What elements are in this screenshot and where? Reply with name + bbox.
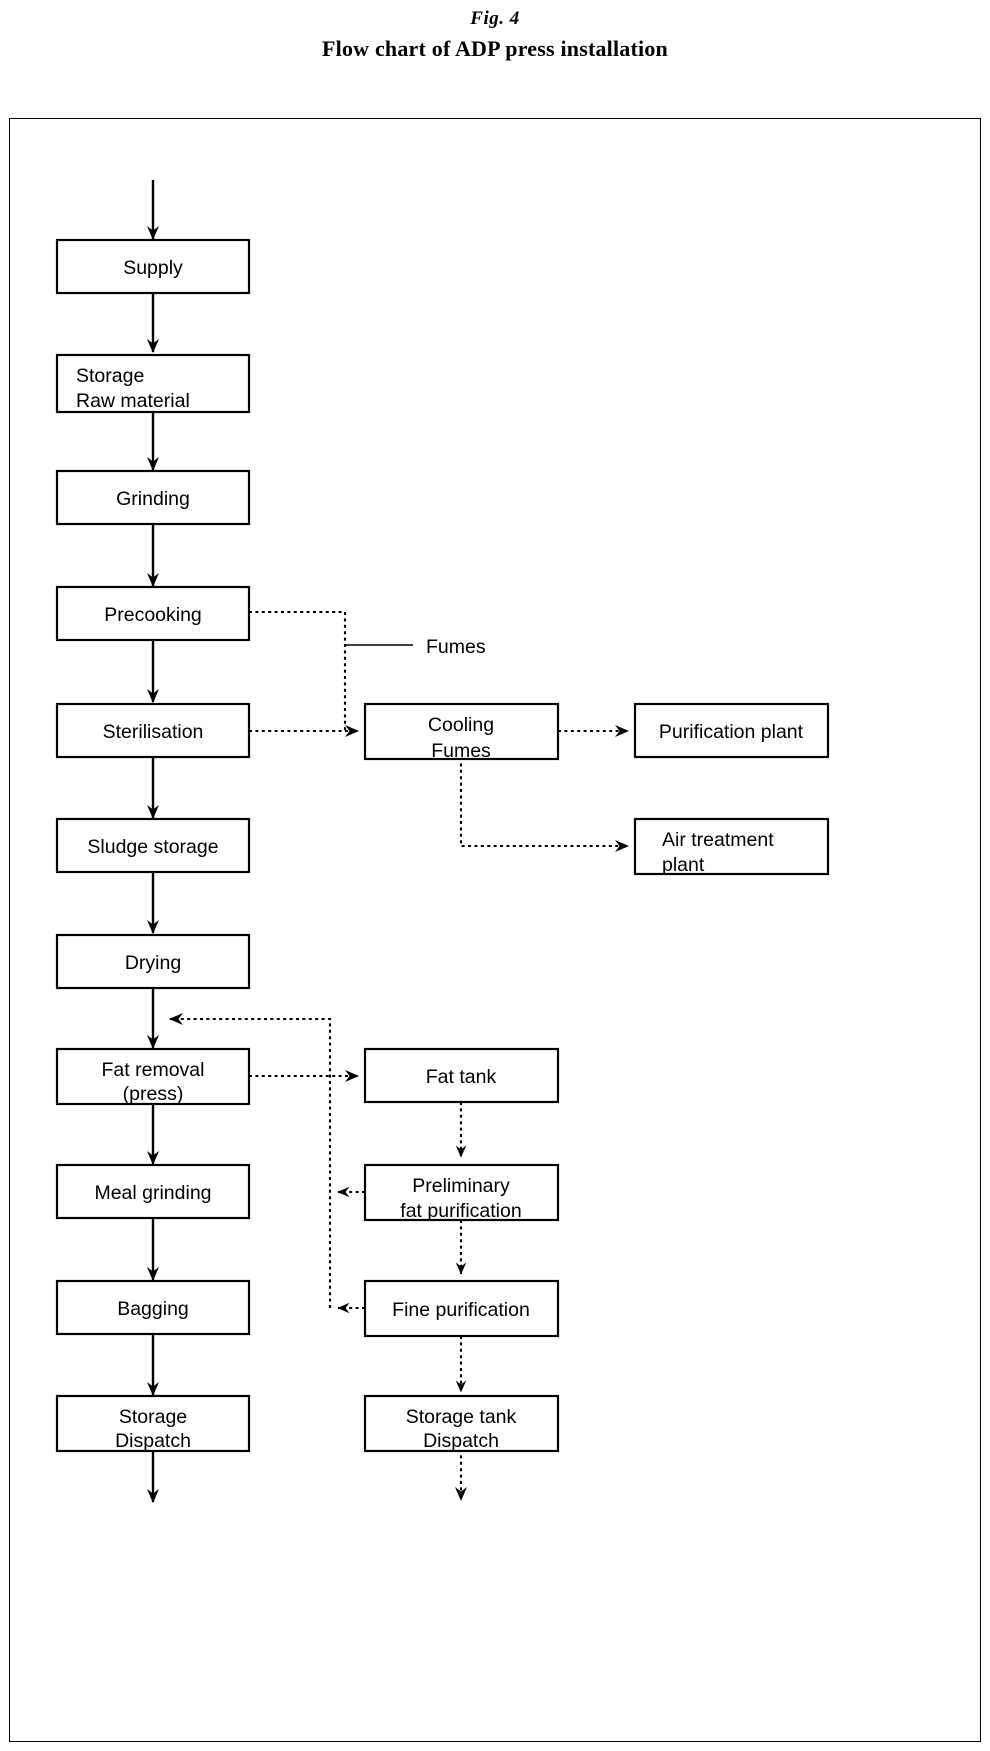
node-supply-label: Supply [123,257,183,279]
node-prelim-fat-label: Preliminary fat purification [400,1175,521,1222]
node-grinding-label: Grinding [116,488,190,510]
node-sterilisation-label: Sterilisation [103,721,204,743]
node-drying-label: Drying [125,952,181,974]
node-storage-raw-label: Storage Raw material [76,365,190,412]
node-storage-tank-box [363,1394,560,1453]
node-fat-removal-label: Fat removal (press) [102,1059,205,1105]
node-fine-purification-label: Fine purification [392,1299,530,1321]
node-air-treatment-box [633,817,830,876]
node-labels: Supply Storage Raw material Grinding Pre… [76,257,804,1452]
figure-caption: Flow chart of ADP press installation [322,36,668,61]
node-cooling-fumes-label: Cooling Fumes [428,714,494,762]
fumes-label: Fumes [426,636,486,658]
node-bagging-box [55,1279,251,1336]
node-drying-box [55,933,251,990]
svg-text:Dispatch: Dispatch [423,1430,499,1452]
node-sludge-storage-box [55,817,251,874]
svg-text:plant: plant [662,854,705,876]
node-prelim-fat-box [363,1163,560,1222]
node-storage-dispatch-label: Storage Dispatch [115,1406,191,1452]
node-storage-tank-label: Storage tank Dispatch [406,1406,517,1452]
svg-text:Cooling: Cooling [428,714,494,736]
node-fat-tank-label: Fat tank [426,1066,497,1088]
svg-text:Storage: Storage [119,1406,187,1428]
svg-text:Storage tank: Storage tank [406,1406,517,1428]
node-fine-purification-box [363,1279,560,1338]
svg-text:Preliminary: Preliminary [412,1175,510,1197]
route-recycle-riser-to-fatremoval [169,1013,332,1308]
svg-text:Fumes: Fumes [431,740,491,762]
node-air-treatment-label: Air treatment plant [662,829,774,876]
node-meal-grinding-label: Meal grinding [94,1182,211,1204]
svg-text:Storage: Storage [76,365,144,387]
svg-text:(press): (press) [123,1083,184,1105]
figure-title-block: Fig. 4 Flow chart of ADP press installat… [0,0,990,62]
node-meal-grinding-box [55,1163,251,1220]
route-precooking-to-cooling [249,610,347,731]
node-fat-removal-box [55,1047,251,1106]
figure-number: Fig. 4 [470,8,520,29]
svg-text:Dispatch: Dispatch [115,1430,191,1452]
node-purification-plant-label: Purification plant [659,721,804,743]
route-cooling-to-airtreatment [459,757,629,852]
svg-text:Raw material: Raw material [76,390,190,412]
node-sludge-storage-label: Sludge storage [87,836,218,858]
svg-text:fat purification: fat purification [400,1200,521,1222]
node-precooking-box [55,585,251,642]
node-storage-dispatch-box [55,1394,251,1453]
node-precooking-label: Precooking [104,604,202,626]
node-fat-tank-box [363,1047,560,1104]
node-cooling-fumes-box [363,702,560,761]
node-storage-raw-box [55,353,251,414]
node-supply-box [55,238,251,295]
byproduct-flow-arrows [169,610,629,1501]
node-sterilisation-box [55,702,251,759]
svg-text:Fat removal: Fat removal [102,1059,205,1081]
node-grinding-box [55,469,251,526]
node-bagging-label: Bagging [117,1298,189,1320]
svg-text:Air treatment: Air treatment [662,829,774,851]
node-boxes [55,238,830,1453]
node-purification-plant-box [633,702,830,759]
